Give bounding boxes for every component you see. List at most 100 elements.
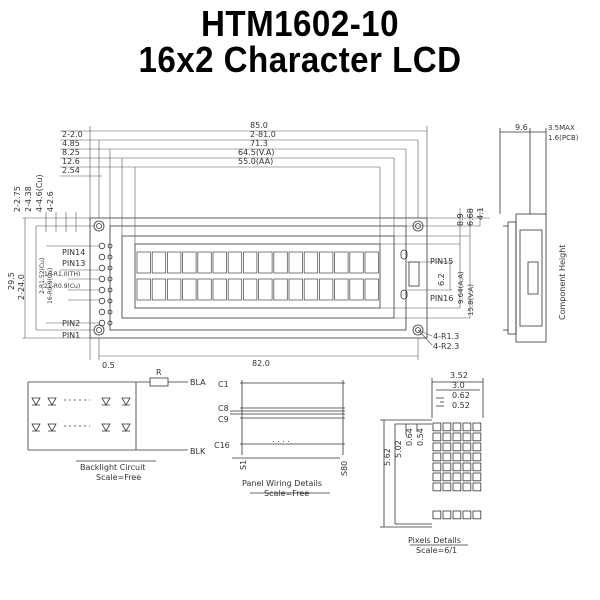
pixels-caption: Pixels Details	[408, 536, 461, 545]
character-cell	[136, 251, 151, 274]
character-cell	[349, 251, 364, 274]
dim-3-0: 3.0	[452, 381, 465, 390]
character-cell	[273, 251, 288, 274]
pixel-dot	[472, 452, 482, 462]
pixels-scale: Scale=6/1	[416, 546, 457, 555]
character-cell	[182, 251, 197, 274]
label-c8: C8	[218, 404, 229, 413]
title-description: 16x2 Character LCD	[138, 39, 462, 80]
character-cell	[167, 251, 182, 274]
dim-3-5-max: 3.5MAX	[548, 124, 575, 132]
dim-71-3: 71.3	[250, 139, 268, 148]
dim-16-r0-9-cu: 16-R0.9(Cu)	[47, 268, 54, 304]
dim-4-85: 4.85	[62, 139, 80, 148]
pixel-dot	[452, 472, 462, 482]
character-cell	[197, 251, 212, 274]
left-dimension-lines	[22, 212, 99, 339]
label-pin14: PIN14	[62, 248, 85, 257]
pixel-dot	[452, 432, 462, 442]
character-cell	[136, 278, 151, 301]
pixel-dot	[432, 432, 442, 442]
pixel-dot	[462, 462, 472, 472]
pixel-dot-matrix	[432, 422, 482, 520]
character-cell	[212, 251, 227, 274]
character-cell	[319, 278, 334, 301]
character-cell	[288, 251, 303, 274]
side-view	[499, 128, 547, 343]
backlight-circuit	[27, 377, 188, 462]
pixel-dot	[442, 452, 452, 462]
label-segment-dots: . . . .	[272, 435, 290, 444]
pixel-dot	[462, 472, 472, 482]
character-cell-grid	[136, 251, 379, 301]
top-dimension-lines	[60, 126, 428, 244]
pixel-dot	[442, 510, 452, 520]
bottom-dimension-lines	[89, 338, 419, 360]
dim-8-25: 8.25	[62, 148, 80, 157]
pixel-dot	[442, 442, 452, 452]
character-cell	[364, 251, 379, 274]
character-cell	[288, 278, 303, 301]
character-cell	[227, 278, 243, 301]
backlight-caption: Backlight Circuit	[80, 463, 145, 472]
pixel-dot	[472, 442, 482, 452]
dim-9-64-aa: 9.64(A.A)	[457, 271, 465, 304]
character-cell	[273, 278, 288, 301]
pixel-dot	[462, 510, 472, 520]
dim-4-2-6: 4-2.6	[46, 191, 55, 212]
pixel-dot	[432, 422, 442, 432]
panel-scale: Scale=Free	[264, 489, 309, 498]
pixel-dot	[432, 462, 442, 472]
pixel-dot	[452, 462, 462, 472]
dim-6-2: 6.2	[437, 273, 446, 286]
pixel-dot	[472, 462, 482, 472]
backlight-scale: Scale=Free	[96, 473, 141, 482]
dim-4-r2-3: 4-R2.3	[433, 342, 459, 351]
label-pin2: PIN2	[62, 319, 80, 328]
pixel-dot	[442, 432, 452, 442]
pixel-dot	[452, 442, 462, 452]
panel-caption: Panel Wiring Details	[242, 479, 322, 488]
character-cell	[303, 251, 319, 274]
dim-85-0: 85.0	[250, 121, 268, 130]
character-cell	[227, 251, 243, 274]
active-area	[134, 243, 381, 309]
label-pin16: PIN16	[430, 294, 453, 303]
pixel-dot	[442, 462, 452, 472]
label-resistor-r: R	[156, 368, 162, 377]
label-c16: C16	[214, 441, 230, 450]
dim-1-6-pcb: 1.6(PCB)	[548, 134, 579, 142]
pixel-dot	[442, 422, 452, 432]
mount-hole-bl	[93, 324, 105, 336]
character-cell	[197, 278, 212, 301]
character-cell	[349, 278, 364, 301]
bezel-outline	[109, 225, 407, 331]
dim-2-54: 2.54	[62, 166, 80, 175]
pixel-dot	[472, 432, 482, 442]
pixel-dot	[432, 482, 442, 492]
character-cell	[243, 278, 258, 301]
pixel-detail	[380, 378, 484, 546]
label-s80: S80	[340, 461, 349, 476]
dim-2-4-38: 2-4.38	[24, 186, 33, 212]
dim-0-64: 0.64	[405, 428, 414, 446]
pixel-dot	[462, 452, 472, 462]
pixel-dot	[462, 482, 472, 492]
character-cell	[243, 251, 258, 274]
mount-hole-tl	[93, 220, 105, 232]
dim-5-62: 5.62	[383, 448, 392, 466]
dim-8-9: 8.9	[456, 213, 465, 226]
dim-9-6: 9.6	[515, 123, 528, 132]
dim-64-5-va: 64.5(V.A)	[238, 148, 275, 157]
label-blk: BLK	[190, 447, 206, 456]
pixel-dot	[452, 510, 462, 520]
character-cell	[258, 278, 273, 301]
right-dimension-lines	[380, 208, 490, 346]
character-cell	[334, 278, 349, 301]
dim-2-2-0: 2-2.0	[62, 130, 83, 139]
pixel-dot	[442, 482, 452, 492]
character-cell	[364, 278, 379, 301]
character-cell	[151, 278, 167, 301]
dim-4-1: 4.1	[476, 207, 485, 220]
